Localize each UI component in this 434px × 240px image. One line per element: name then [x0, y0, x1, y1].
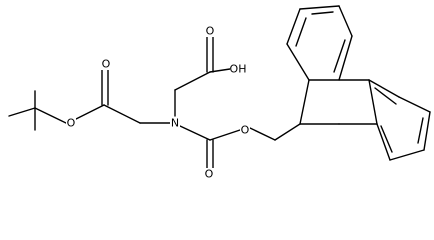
acid-hydroxyl-text: OH [230, 63, 247, 76]
bond-lring-inner-b [311, 11, 334, 15]
bond-lring-2 [286, 8, 301, 45]
ester-carbonyl-oxygen-label: O [101, 58, 111, 71]
acid-hydroxyl-label: OH [230, 63, 247, 76]
bond-ch2-to-acid-c [174, 71, 211, 91]
amine-nitrogen-label: N [170, 117, 180, 130]
acid-oxygen-label: O [205, 25, 215, 38]
bond-rring-inner-a [374, 87, 397, 105]
carbamate-carbonyl-oxygen-text: O [205, 168, 214, 181]
bond-ester-o-to-carbonyl [75, 104, 105, 120]
bond-rring-3 [423, 111, 431, 151]
bond-ester-carbonyl-to-ch2 [103, 104, 141, 124]
bond-o-to-ch2 [249, 127, 276, 141]
bond-rring-4 [389, 149, 425, 161]
bond-lring-5 [338, 35, 353, 81]
bond-ch2-to-c9 [274, 123, 301, 141]
bond-lring-1 [286, 43, 310, 81]
bond-n-to-carbamate-c [179, 125, 211, 141]
bond-five-ring-left [299, 79, 310, 125]
carbamate-carbonyl-oxygen-label: O [204, 168, 214, 181]
bond-lring-inner-c [333, 39, 346, 73]
bond-lring-inner-a [295, 17, 307, 47]
bond-rring-inner-c [380, 125, 393, 153]
amine-nitrogen-text: N [171, 117, 179, 130]
carbamate-ether-oxygen-label: O [240, 124, 250, 137]
chemical-structure-diagram: O OH O O N O O [8, 5, 431, 181]
bond-lines [8, 5, 431, 169]
bond-rring-inner-b [417, 117, 424, 144]
bond-carbamate-c-to-o [209, 129, 241, 141]
bond-rring-1 [368, 79, 400, 98]
bond-tbu-methyl-left [8, 107, 36, 117]
ester-carbonyl-oxygen-text: O [102, 58, 111, 71]
bond-tbu-c-to-ester-o [34, 107, 67, 124]
bond-lring-3 [299, 5, 340, 10]
bond-acid-c-to-oh [209, 68, 231, 73]
bond-five-ring-right [368, 79, 378, 125]
bond-lring-4 [338, 5, 353, 37]
carbamate-ether-oxygen-text: O [241, 124, 250, 137]
ester-ether-oxygen-text: O [67, 117, 76, 130]
bond-rring-5 [376, 123, 391, 161]
atom-labels: O OH O O N O O [66, 25, 250, 181]
acid-oxygen-text: O [206, 25, 215, 38]
ester-ether-oxygen-label: O [66, 117, 76, 130]
bond-rring-2 [398, 96, 431, 113]
